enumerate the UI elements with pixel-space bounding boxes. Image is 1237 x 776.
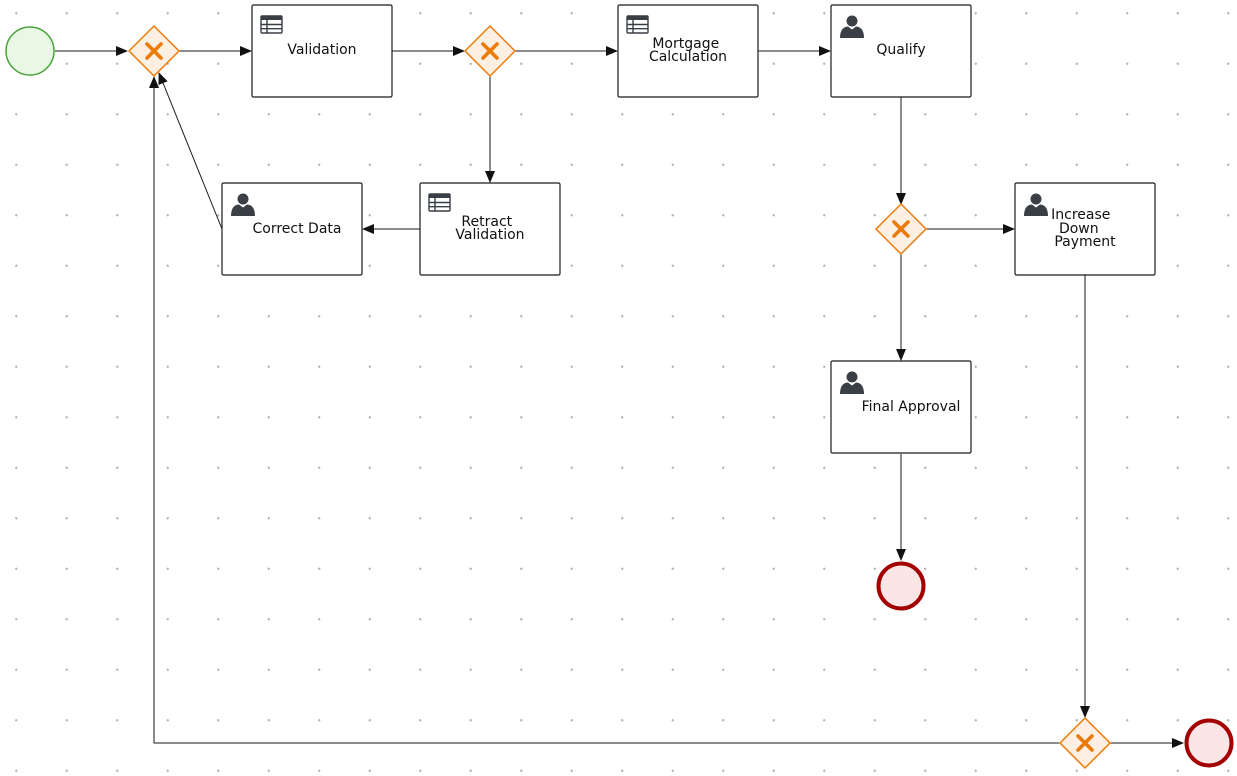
task-label-line: Mortgage [652,36,719,52]
task-label: Final Approval [862,399,961,415]
user-icon [231,193,255,216]
task-label: Increase Down Payment [1051,207,1116,250]
exclusive-gateway-3[interactable] [874,202,928,256]
user-icon [1024,193,1048,216]
task-label-line: Calculation [649,49,727,65]
end-event-approved[interactable] [876,561,926,611]
task-label-line: Validation [287,42,356,58]
task-label-line: Correct Data [253,221,342,237]
exclusive-gateway-x-icon [1076,734,1094,752]
task-label-line: Down [1059,221,1099,237]
exclusive-gateway-x-icon [481,42,499,60]
task-retract-validation[interactable]: Retract Validation [419,182,561,276]
task-label-line: Validation [455,227,524,243]
task-label: Retract Validation [455,214,524,243]
task-increase-down-payment[interactable]: Increase Down Payment [1014,182,1156,276]
sequence-flows [55,46,1184,748]
exclusive-gateway-x-icon [892,220,910,238]
business-rule-table-icon [428,193,451,212]
task-label: Mortgage Calculation [649,36,727,65]
flow-gateway-4-to-gateway-1[interactable] [149,76,1060,744]
task-label-line: Qualify [876,42,925,58]
task-label: Validation [287,42,356,58]
task-qualify[interactable]: Qualify [830,4,972,98]
task-validation[interactable]: Validation [251,4,393,98]
exclusive-gateway-x-icon [145,42,163,60]
end-event-down-payment[interactable] [1184,718,1234,768]
task-final-approval[interactable]: Final Approval [830,360,972,454]
exclusive-gateway-2[interactable] [463,24,517,78]
exclusive-gateway-4[interactable] [1058,716,1112,770]
task-label: Qualify [876,42,925,58]
task-label-line: Final Approval [862,399,961,415]
user-icon [840,371,864,394]
business-rule-table-icon [260,15,283,34]
business-rule-table-icon [626,15,649,34]
start-event[interactable] [5,26,55,76]
task-label-line: Retract [461,214,512,230]
exclusive-gateway-1[interactable] [127,24,181,78]
task-label-line: Payment [1054,234,1116,250]
task-label-line: Increase [1051,207,1110,223]
user-icon [840,15,864,38]
task-correct-data[interactable]: Correct Data [221,182,363,276]
task-label: Correct Data [253,221,342,237]
flow-correct-data-to-gateway-1[interactable] [158,72,223,230]
task-mortgage-calculation[interactable]: Mortgage Calculation [617,4,759,98]
